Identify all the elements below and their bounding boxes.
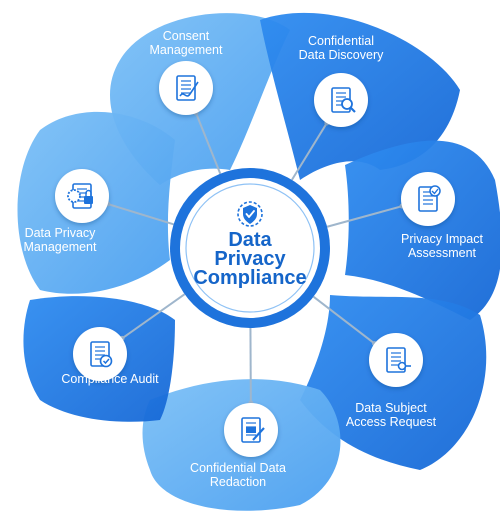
connector-data-privacy-management [107,203,174,226]
segment-label-confidential-data-discovery-2: Data Discovery [299,48,384,62]
node-compliance-audit [73,327,127,381]
center-hub: Data Privacy Compliance [170,168,330,328]
segment-label-confidential-data-discovery-1: Confidential [308,34,374,48]
segment-label-data-privacy-management-2: Management [24,240,97,254]
segment-label-data-privacy-management-1: Data Privacy [25,226,97,240]
magnifier-document-icon [331,87,356,113]
document-key-icon [386,347,411,373]
redaction-pen-icon [241,417,265,443]
connector-compliance-audit [121,293,186,340]
segment-label-compliance-audit-1: Compliance Audit [61,372,159,386]
shield-check-icon [237,201,263,227]
center-disc [180,178,320,318]
node-confidential-data-discovery [314,73,368,127]
audit-document-check-icon [90,341,113,368]
segment-label-consent-management-2: Management [150,43,223,57]
center-title-line-2: Privacy [214,248,286,270]
node-confidential-data-redaction [224,403,278,457]
segment-privacy-impact-assessment [345,140,500,320]
segment-label-data-subject-access-request-1: Data Subject [355,401,427,415]
segment-label-confidential-data-redaction-1: Confidential Data [190,461,286,475]
segment-label-data-subject-access-request-2: Access Request [346,415,437,429]
center-inner-ring [185,183,315,313]
center-title-line-1: Data [228,229,272,251]
signed-document-icon [176,75,199,101]
connector-consent-management [195,112,222,175]
segment-label-privacy-impact-assessment-1: Privacy Impact [401,232,483,246]
phone-checklist-icon [418,185,441,212]
connector-confidential-data-discovery [291,122,328,181]
node-data-subject-access-request [369,333,423,387]
node-data-privacy-management [55,169,109,223]
connector-data-subject-access-request [312,295,376,345]
segment-label-privacy-impact-assessment-2: Assessment [408,246,477,260]
node-privacy-impact-assessment [401,172,455,226]
segment-label-consent-management-1: Consent [163,29,210,43]
node-consent-management [159,61,213,115]
center-title-line-3: Compliance [193,267,306,289]
connector-privacy-impact-assessment [326,205,403,228]
segment-label-confidential-data-redaction-2: Redaction [210,475,266,489]
gear-lock-icon [67,183,93,209]
